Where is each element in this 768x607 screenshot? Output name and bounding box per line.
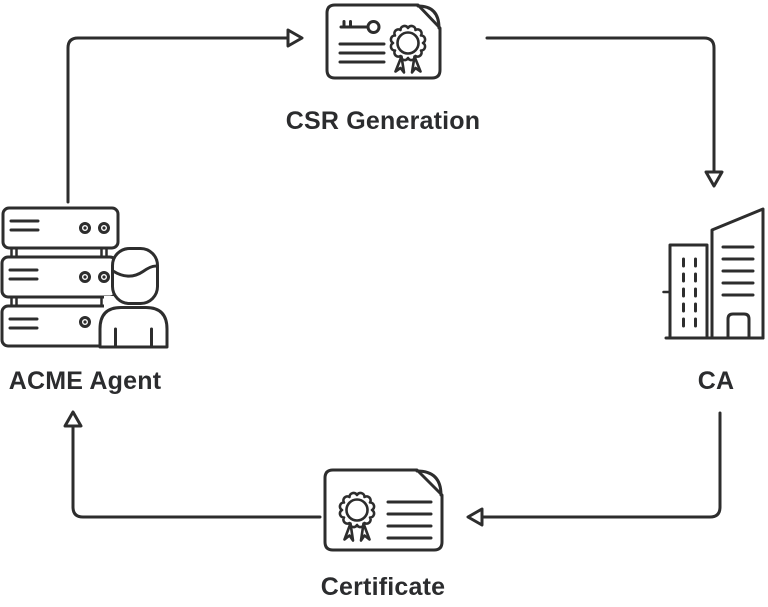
arrowhead-up-icon bbox=[63, 410, 83, 428]
key-icon bbox=[339, 20, 381, 34]
arrow-agent-to-csr bbox=[66, 28, 304, 204]
arrowhead-left-icon bbox=[466, 507, 484, 527]
document-outline bbox=[323, 468, 444, 552]
document-outline bbox=[325, 3, 442, 80]
right-tower-windows bbox=[721, 245, 755, 297]
left-tower bbox=[662, 243, 709, 340]
server-unit-1 bbox=[1, 206, 120, 250]
server-stack-person-icon bbox=[0, 206, 169, 349]
document-text-lines bbox=[386, 500, 433, 540]
document-text-lines bbox=[338, 42, 386, 64]
folded-corner bbox=[415, 469, 443, 497]
node-label-csr-generation: CSR Generation bbox=[285, 107, 481, 135]
node-label-certificate: Certificate bbox=[320, 573, 446, 601]
arrowhead-right-icon bbox=[286, 28, 304, 48]
folded-corner bbox=[416, 4, 441, 30]
certificate-document-seal-icon bbox=[323, 468, 444, 552]
rosette-seal-icon bbox=[338, 491, 376, 542]
right-tower bbox=[710, 207, 765, 340]
arrow-ca-to-certificate bbox=[466, 411, 722, 527]
door bbox=[726, 312, 751, 340]
csr-document-key-seal-icon bbox=[325, 3, 442, 80]
left-tower-windows bbox=[682, 257, 697, 328]
person-hair-line bbox=[111, 264, 159, 278]
arrowhead-down-icon bbox=[704, 170, 724, 188]
ca-buildings-icon bbox=[662, 207, 765, 340]
rosette-seal-icon bbox=[389, 24, 427, 74]
person-icon bbox=[98, 247, 169, 349]
person-arm-lines bbox=[114, 327, 153, 349]
arrow-csr-to-ca bbox=[485, 36, 724, 188]
node-label-ca: CA bbox=[697, 367, 735, 395]
server-unit-2 bbox=[0, 255, 118, 299]
person-body bbox=[98, 306, 169, 349]
node-label-acme-agent: ACME Agent bbox=[8, 367, 162, 395]
arrow-certificate-to-agent bbox=[63, 410, 322, 519]
